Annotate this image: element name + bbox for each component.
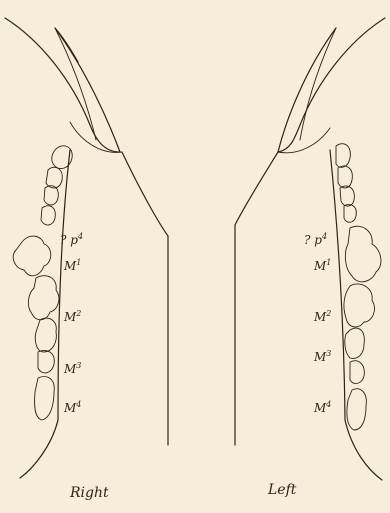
- right-label-m1: M1: [63, 258, 81, 273]
- left-label-m2: M2: [313, 309, 331, 324]
- right-tooth-row: [13, 146, 72, 420]
- right-label-p4: ? p4: [60, 232, 83, 247]
- left-tooth-s1: [338, 166, 352, 188]
- left-label-m4: M4: [313, 400, 331, 415]
- left-tooth-s3: [344, 204, 356, 222]
- right-jaw: ? p4 M1 M2 M3 M4: [5, 18, 168, 478]
- right-jaw-outline: [122, 152, 168, 445]
- left-tooth-m1: [345, 226, 381, 282]
- left-jaw-outline: [235, 152, 278, 445]
- right-tooth-s3: [41, 206, 55, 225]
- right-tooth-m2: [28, 276, 59, 320]
- left-jaw-front: [330, 150, 382, 480]
- left-tooth-m2: [344, 284, 375, 327]
- left-tooth-row: [336, 144, 381, 430]
- left-label-m3: M3: [313, 349, 331, 364]
- left-label-p4: ? p4: [304, 232, 327, 247]
- left-tooth-m3: [345, 328, 365, 358]
- right-label-m2: M2: [63, 309, 81, 324]
- caption-left: Left: [267, 482, 297, 498]
- left-tooth-s2: [340, 186, 354, 206]
- left-incisor-inner: [300, 28, 336, 140]
- right-tooth-m4: [35, 377, 55, 420]
- caption-right: Right: [69, 485, 109, 501]
- right-jaw-front: [20, 150, 70, 478]
- right-tooth-s2: [44, 186, 58, 205]
- right-tooth-m3b: [38, 351, 54, 373]
- left-tooth-m4: [347, 389, 366, 430]
- left-tooth-p: [336, 144, 350, 168]
- right-tooth-m3: [35, 318, 56, 352]
- right-tooth-s1: [46, 167, 62, 188]
- right-label-m3: M3: [63, 361, 81, 376]
- right-incisor: [5, 18, 120, 152]
- right-tooth-m1: [13, 236, 51, 276]
- left-tooth-m3b: [350, 361, 364, 384]
- left-label-m1: M1: [313, 258, 331, 273]
- left-jaw: ? p4 M1 M2 M3 M4: [235, 18, 385, 480]
- right-label-m4: M4: [63, 400, 81, 415]
